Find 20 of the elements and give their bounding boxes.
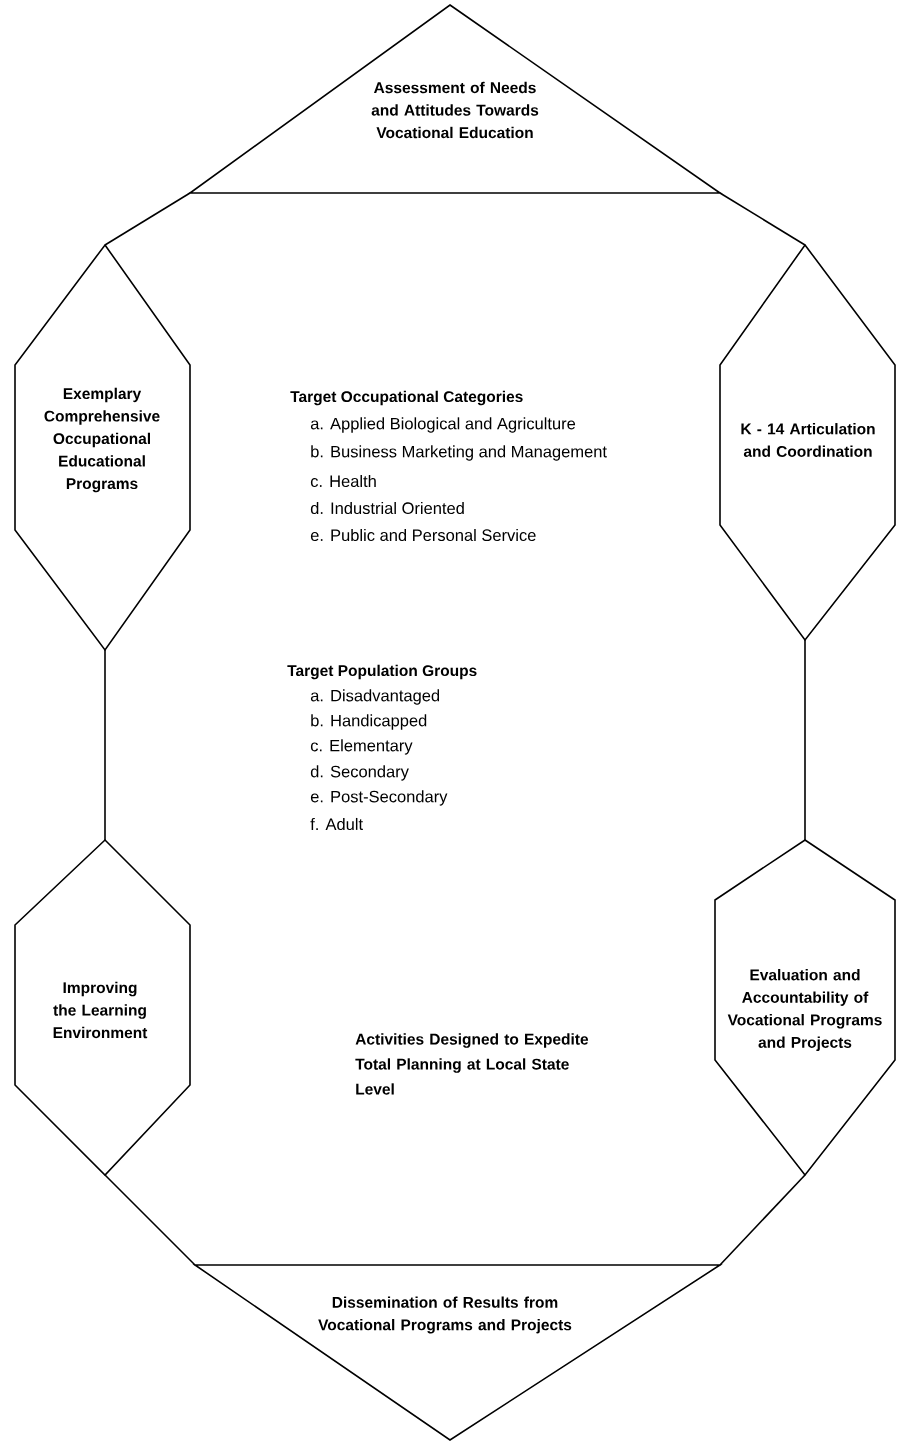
list-item: c. Elementary	[310, 739, 413, 755]
heading: Target Population Groups	[287, 664, 477, 680]
list-item: d. Secondary	[310, 765, 409, 781]
connector-line	[719, 1174, 806, 1266]
list-item: b. Handicapped	[311, 714, 427, 730]
list-item: e. Public and Personal Service	[310, 528, 536, 542]
list-item: c. Health	[310, 474, 376, 488]
connector-line	[104, 649, 106, 841]
connector-line	[104, 1174, 196, 1266]
list-item: a. Applied Biological and Agriculture	[310, 417, 576, 433]
list-item: b. Business Marketing and Management	[311, 445, 607, 461]
list-item: f. Adult	[310, 817, 363, 831]
connector-line	[804, 639, 806, 841]
list-item: e. Post-Secondary	[310, 790, 448, 806]
list-item: a. Disadvantaged	[310, 689, 440, 705]
heading: Target Occupational Categories	[290, 390, 523, 406]
connector-line	[104, 192, 191, 246]
activity-text: Activities Designed to Expedite Total Planning at Local State Level	[355, 1033, 589, 1095]
connector-line	[719, 192, 806, 246]
list-item: d. Industrial Oriented	[310, 501, 464, 515]
